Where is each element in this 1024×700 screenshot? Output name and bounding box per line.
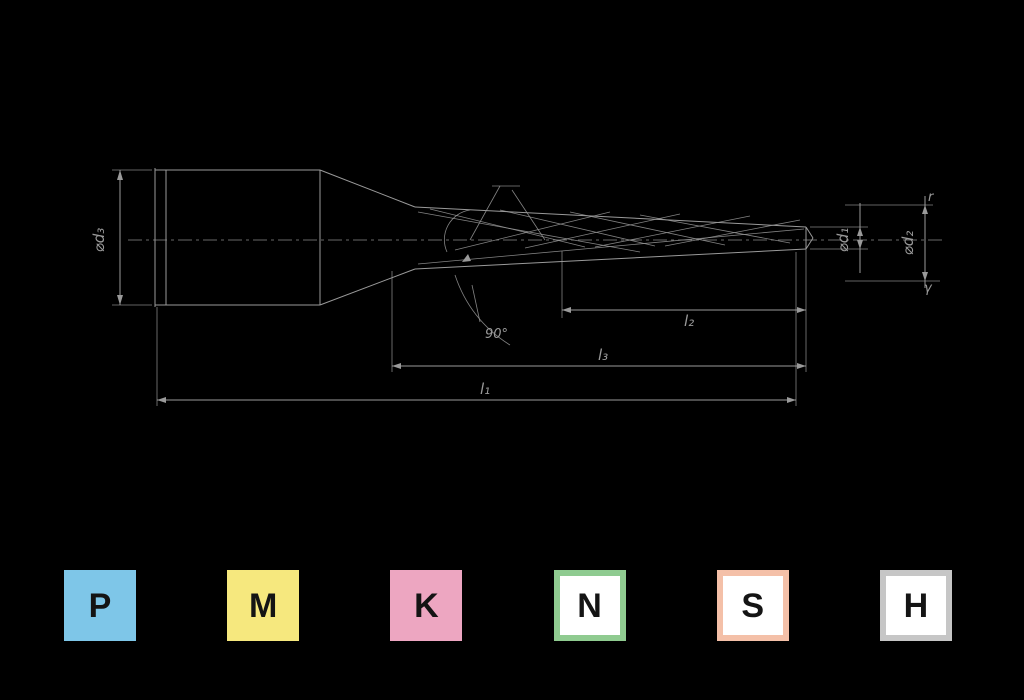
label-l2: l₂ [684,312,694,330]
material-group-M-label: M [249,586,278,625]
label-point-angle: 90° [485,327,508,342]
tool-shank-outline [154,168,321,307]
material-group-N: N [553,570,626,641]
dimension-l3: l₃ [392,346,806,369]
label-step-diameter: ⌀d₂ [899,231,917,256]
label-shank-diameter: ⌀d₃ [90,228,108,253]
material-group-P: P [64,570,136,641]
material-group-N-label: N [577,586,602,625]
dimension-pilot-diameter: ⌀d₁ [810,203,868,273]
label-l3: l₃ [598,346,608,364]
dimension-shank-diameter: ⌀d₃ [90,169,152,306]
label-angle-gamma: γ [924,281,933,296]
material-group-K: K [390,570,463,641]
label-l1: l₁ [480,380,490,398]
material-group-row: P M K N S H [64,570,952,641]
dimension-l1: l₁ [157,380,796,403]
dimension-step-diameter: ⌀d₂ r γ [845,190,940,296]
material-group-H-label: H [903,586,929,625]
material-group-S: S [716,570,789,641]
material-group-P-label: P [88,586,112,625]
flute-lines [417,208,805,265]
dimension-l2: l₂ [562,307,806,330]
label-corner-radius: r [928,190,935,205]
material-group-S-label: S [741,586,765,625]
label-pilot-diameter: ⌀d₁ [834,228,852,253]
material-group-K-label: K [414,586,439,625]
material-group-H: H [879,570,952,641]
material-group-M: M [227,570,300,641]
tool-body-outline [319,169,814,306]
point-annotations: 90° [443,185,546,346]
